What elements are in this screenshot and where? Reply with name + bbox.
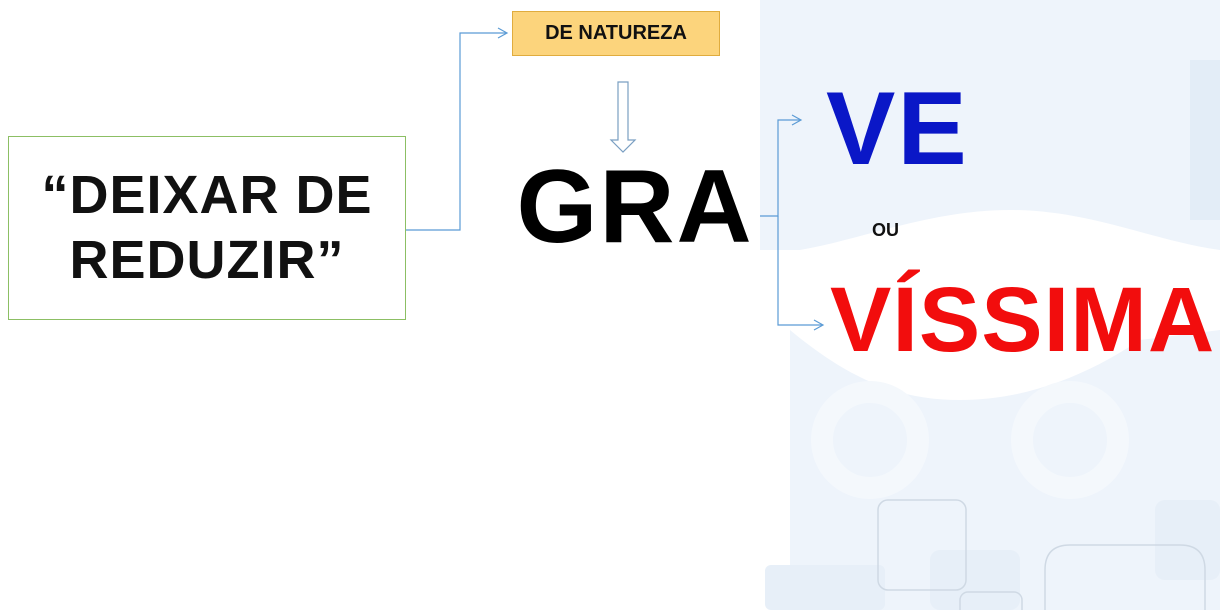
source-box: “DEIXAR DE REDUZIR” [8, 136, 406, 320]
connector-word: OU [872, 220, 899, 240]
upper-ending: VE [826, 71, 969, 187]
source-box-text: “DEIXAR DE REDUZIR” [41, 165, 373, 290]
qualifier-box: DE NATUREZA [512, 11, 720, 56]
lower-ending: VÍSSIMA [830, 269, 1216, 371]
main-word: GRA [516, 149, 754, 265]
qualifier-box-text: DE NATUREZA [545, 22, 687, 44]
